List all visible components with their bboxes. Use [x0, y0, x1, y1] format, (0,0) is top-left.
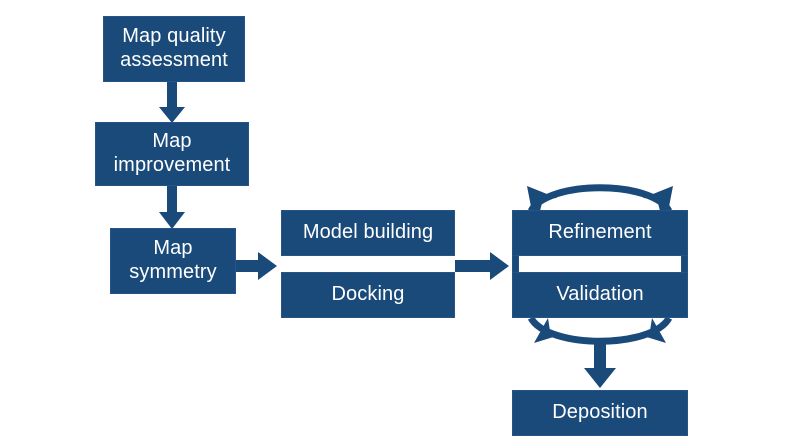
cycle-block-left-connector	[512, 256, 519, 272]
arrow-building-to-refinement	[455, 252, 509, 280]
arrow-cycle-to-deposition	[584, 340, 616, 388]
node-model-building[interactable]: Model building	[281, 210, 455, 256]
node-map-quality-assessment[interactable]: Map quality assessment	[103, 16, 245, 82]
node-validation[interactable]: Validation	[512, 272, 688, 318]
arrow-symmetry-to-building	[236, 252, 277, 280]
arc-bottom-cycle-arrowheads	[534, 318, 666, 343]
node-map-improvement[interactable]: Map improvement	[95, 122, 249, 186]
arc-top-cycle	[527, 184, 673, 214]
cycle-block-right-connector	[681, 256, 688, 272]
arc-top-cycle-arrowheads	[527, 186, 673, 212]
node-refinement[interactable]: Refinement	[512, 210, 688, 256]
node-map-symmetry[interactable]: Map symmetry	[110, 228, 236, 294]
arrow-improvement-to-symmetry	[159, 186, 185, 229]
node-deposition[interactable]: Deposition	[512, 390, 688, 436]
arc-bottom-cycle	[527, 315, 673, 345]
arrow-quality-to-improvement	[159, 82, 185, 123]
node-docking[interactable]: Docking	[281, 272, 455, 318]
